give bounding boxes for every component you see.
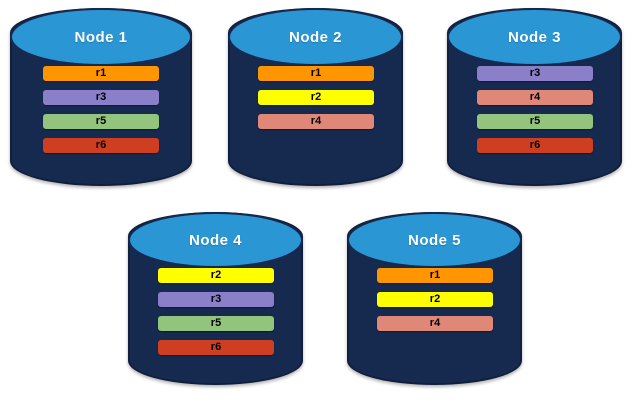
database-node-2[interactable]: Node 2 r1 r2 r4 (228, 8, 403, 186)
replica-label: r1 (95, 67, 107, 79)
replica-bar[interactable]: r2 (377, 292, 493, 307)
cylinder-top-cap: Node 1 (10, 8, 192, 66)
replica-label: r5 (210, 317, 222, 329)
replica-label: r5 (529, 115, 541, 127)
replica-bar[interactable]: r6 (477, 138, 593, 153)
replica-bar[interactable]: r1 (43, 66, 159, 81)
replica-bar[interactable]: r6 (158, 340, 274, 355)
replica-stack: r3 r4 r5 r6 (477, 66, 593, 153)
node-title: Node 4 (188, 231, 242, 249)
replica-label: r6 (95, 139, 107, 151)
replica-bar[interactable]: r3 (43, 90, 159, 105)
database-node-3[interactable]: Node 3 r3 r4 r5 r6 (447, 8, 622, 186)
replica-bar[interactable]: r4 (377, 316, 493, 331)
replica-bar[interactable]: r5 (477, 114, 593, 129)
node-title: Node 5 (407, 231, 461, 249)
replica-label: r2 (210, 269, 222, 281)
replica-label: r3 (210, 293, 222, 305)
database-node-1[interactable]: Node 1 r1 r3 r5 r6 (10, 8, 192, 186)
replica-stack: r1 r3 r5 r6 (43, 66, 159, 153)
replica-bar[interactable]: r5 (43, 114, 159, 129)
replica-label: r1 (429, 269, 441, 281)
replica-label: r6 (529, 139, 541, 151)
cylinder-top-cap: Node 3 (447, 8, 622, 66)
replica-label: r5 (95, 115, 107, 127)
replica-bar[interactable]: r2 (158, 268, 274, 283)
replica-label: r4 (429, 317, 441, 329)
replica-label: r6 (210, 341, 222, 353)
replica-label: r2 (429, 293, 441, 305)
replica-bar[interactable]: r6 (43, 138, 159, 153)
node-title: Node 3 (507, 28, 561, 46)
cylinder-top-cap: Node 5 (347, 212, 522, 268)
replica-bar[interactable]: r1 (377, 268, 493, 283)
replica-label: r3 (529, 67, 541, 79)
replica-bar[interactable]: r2 (258, 90, 374, 105)
replica-label: r4 (529, 91, 541, 103)
replica-bar[interactable]: r4 (258, 114, 374, 129)
replica-label: r2 (310, 91, 322, 103)
replica-stack: r1 r2 r4 (377, 268, 493, 331)
cylinder-top-cap: Node 4 (128, 212, 303, 268)
replica-label: r4 (310, 115, 322, 127)
replica-stack: r2 r3 r5 r6 (158, 268, 274, 355)
replica-label: r3 (95, 91, 107, 103)
replica-bar[interactable]: r5 (158, 316, 274, 331)
cylinder-top-cap: Node 2 (228, 8, 403, 66)
database-node-4[interactable]: Node 4 r2 r3 r5 r6 (128, 212, 303, 385)
replica-bar[interactable]: r4 (477, 90, 593, 105)
replica-bar[interactable]: r3 (158, 292, 274, 307)
node-title: Node 1 (74, 28, 128, 46)
replica-bar[interactable]: r1 (258, 66, 374, 81)
replica-stack: r1 r2 r4 (258, 66, 374, 129)
database-node-5[interactable]: Node 5 r1 r2 r4 (347, 212, 522, 385)
replica-bar[interactable]: r3 (477, 66, 593, 81)
replica-label: r1 (310, 67, 322, 79)
node-title: Node 2 (288, 28, 342, 46)
